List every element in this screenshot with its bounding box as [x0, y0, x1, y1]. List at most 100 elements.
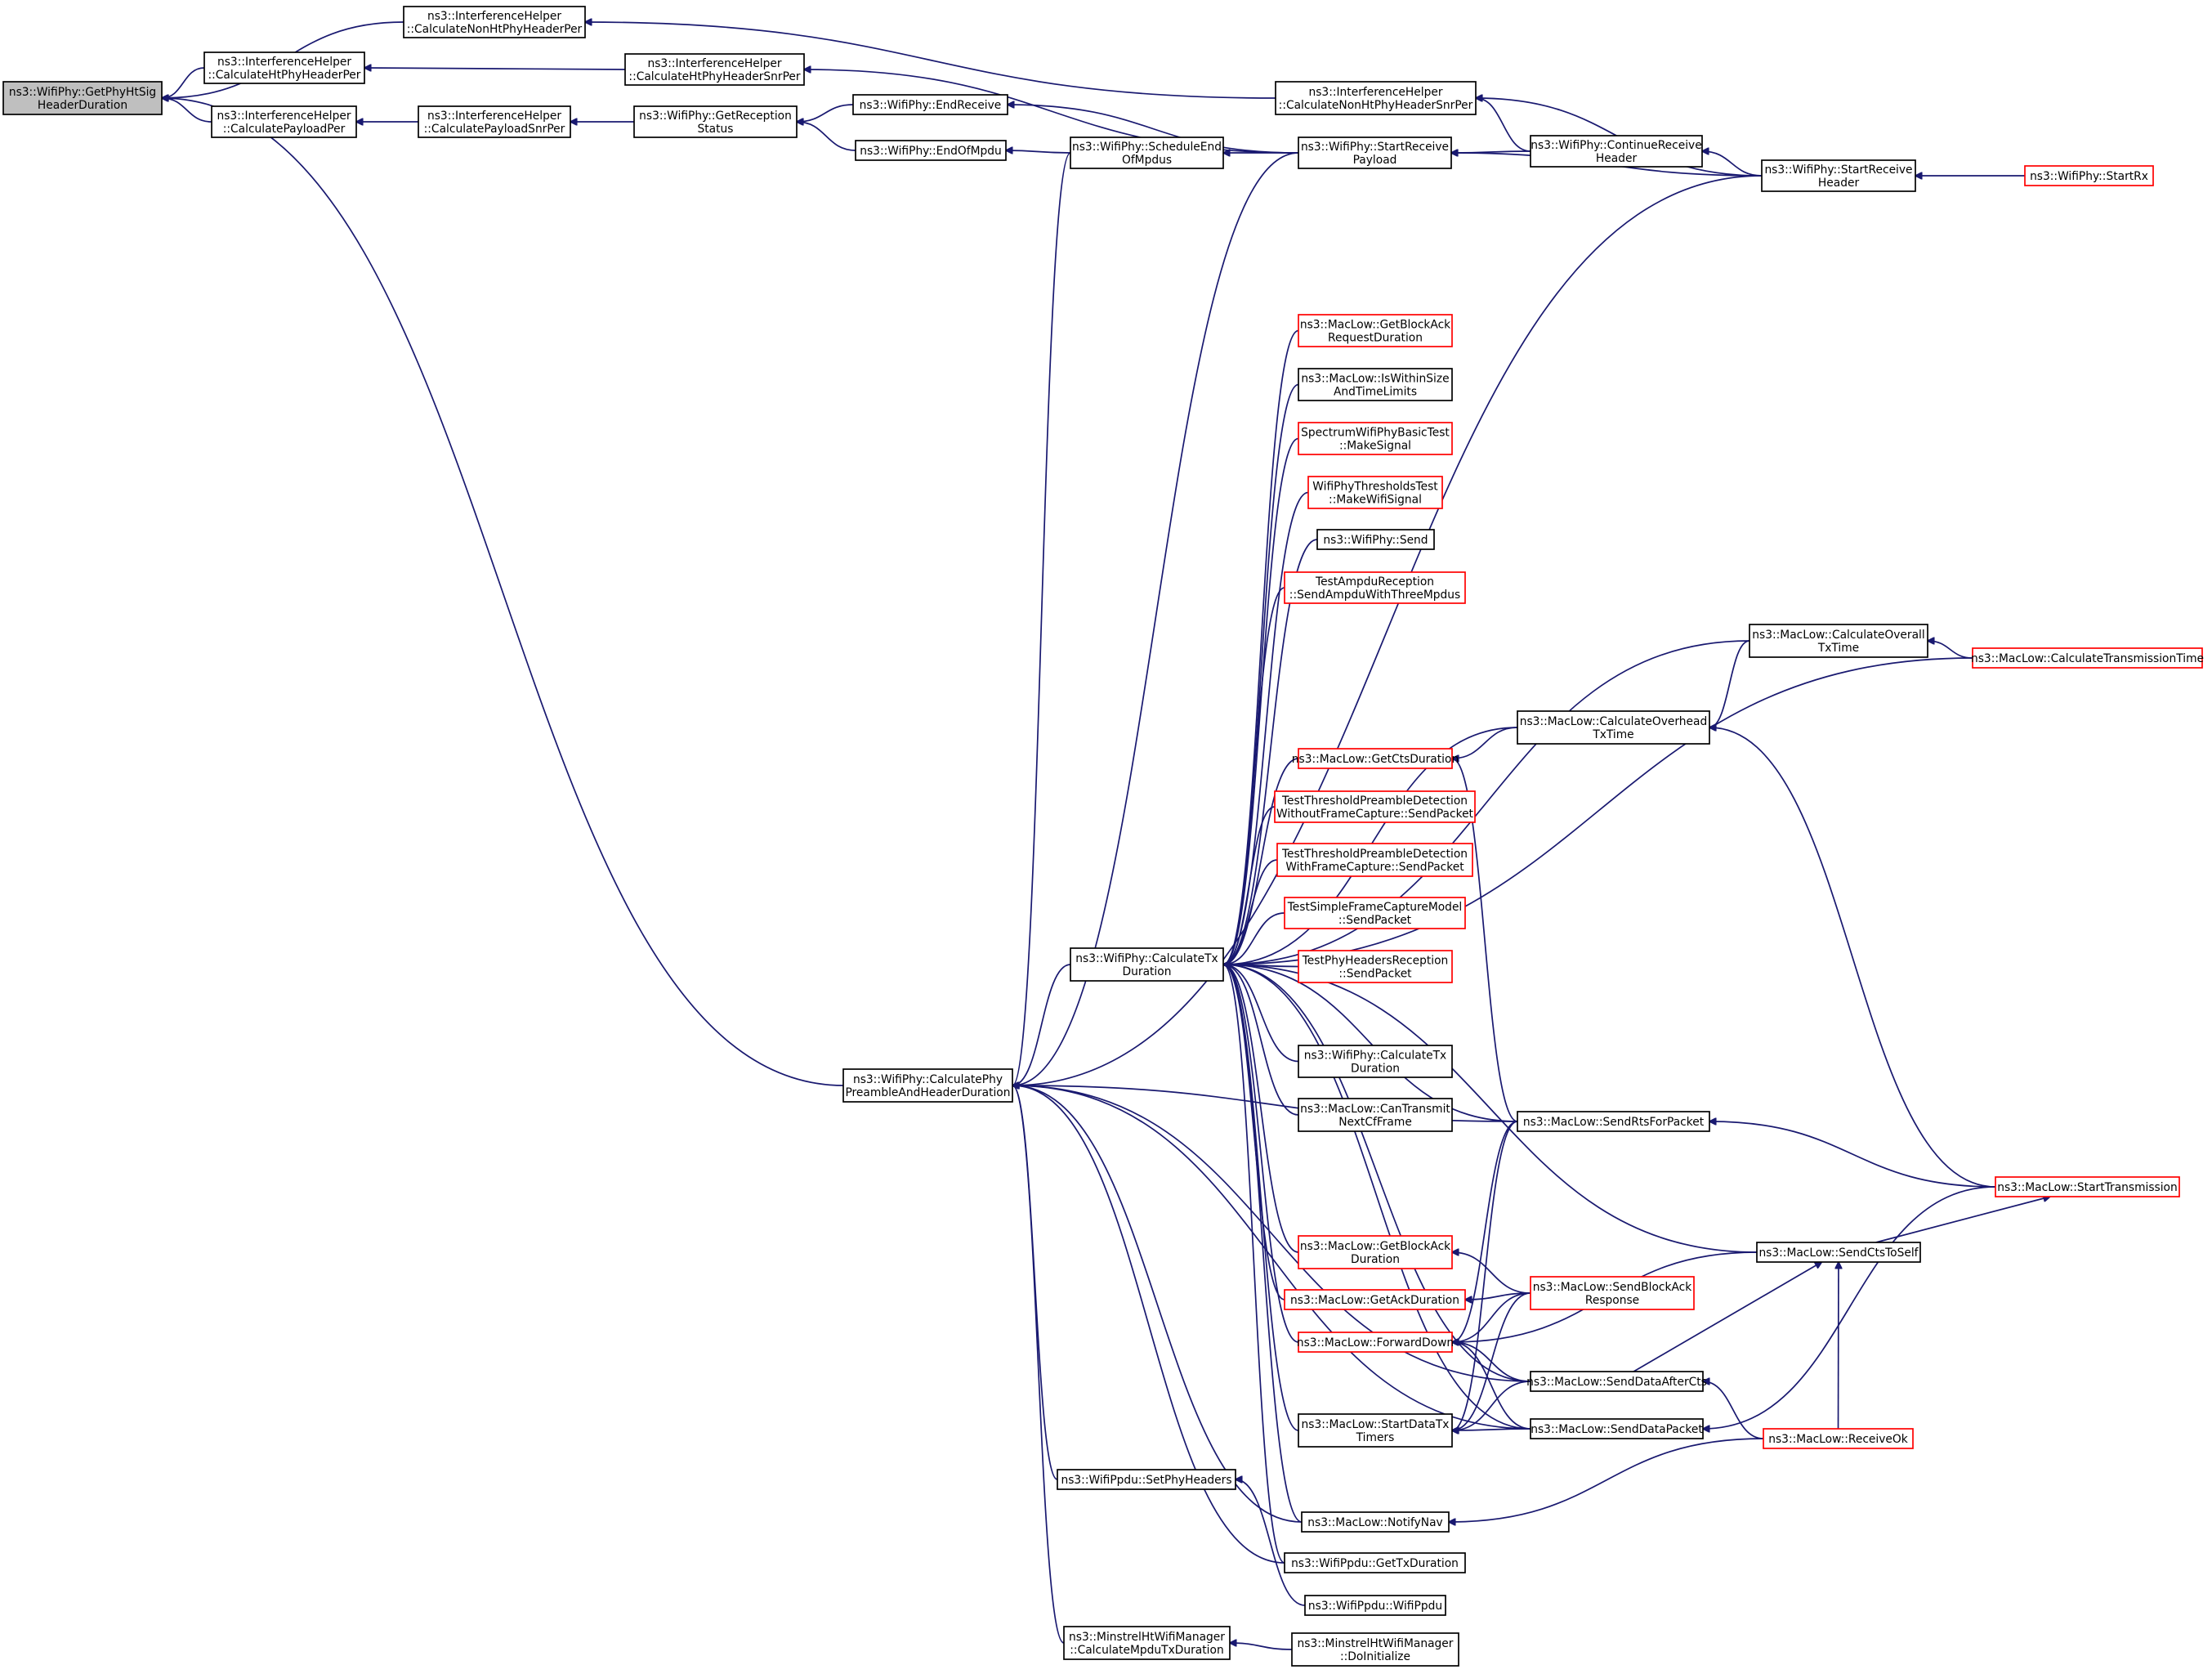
edge-n40-to-n36	[1633, 1262, 1821, 1372]
node-box	[1284, 571, 1466, 604]
node-ns3-maclow-senddatapacket[interactable]: ns3::MacLow::SendDataPacket	[1530, 1418, 1704, 1439]
node-ns3-interferencehelper-calculatenonhtphyheadersnrper[interactable]: ns3::InterferenceHelper::CalculateNonHtP…	[1275, 81, 1477, 115]
node-ns3-maclow-getackduration[interactable]: ns3::MacLow::GetAckDuration	[1284, 1289, 1466, 1310]
node-box	[1298, 1332, 1453, 1353]
node-label-line: AndTimeLimits	[1334, 386, 1417, 399]
edge-n46-to-n16	[1223, 965, 1285, 1564]
node-ns3-wifiphy-startrx[interactable]: ns3::WifiPhy::StartRx	[2024, 165, 2154, 186]
node-ns3-wifiphy-calculatephypreambleandheaderduration[interactable]: ns3::WifiPhy::CalculatePhyPreambleAndHea…	[842, 1068, 1013, 1103]
node-testthresholdpreambledetectionwithframecapture-sendpacket[interactable]: TestThresholdPreambleDetectionWithFrameC…	[1276, 843, 1473, 877]
node-label-line: ::SendPacket	[1338, 914, 1412, 927]
node-ns3-minstrelhtwifimanager-doinitialize[interactable]: ns3::MinstrelHtWifiManager::DoInitialize	[1291, 1632, 1459, 1667]
node-box	[1763, 1428, 1914, 1449]
node-label-line: ::CalculateMpduTxDuration	[1070, 1644, 1223, 1657]
node-ns3-interferencehelper-calculatepayloadper[interactable]: ns3::InterferenceHelper::CalculatePayloa…	[211, 105, 357, 138]
node-ns3-interferencehelper-calculatenonhtphyheaderper[interactable]: ns3::InterferenceHelper::CalculateNonHtP…	[403, 6, 586, 38]
node-box	[1972, 647, 2203, 669]
edge-n40-to-n16	[1223, 965, 1531, 1382]
edge-n35-to-n16	[1223, 965, 1299, 1253]
edge-n33-to-n41	[1452, 1121, 1518, 1430]
node-label-line: ns3::WifiPhy::CalculateTx	[1304, 1050, 1446, 1063]
edge-n33-to-n39	[1452, 1121, 1518, 1342]
node-ns3-maclow-getctsduration[interactable]: ns3::MacLow::GetCtsDuration	[1292, 748, 1459, 769]
node-label-line: ns3::MacLow::IsWithinSize	[1301, 373, 1449, 386]
node-ns3-wifippdu-wifippdu[interactable]: ns3::WifiPpdu::WifiPpdu	[1304, 1595, 1446, 1616]
node-testphyheadersreception-sendpacket[interactable]: TestPhyHeadersReception::SendPacket	[1298, 950, 1453, 983]
node-ns3-maclow-notifynav[interactable]: ns3::MacLow::NotifyNav	[1301, 1511, 1450, 1533]
node-label-line: ns3::WifiPpdu::SetPhyHeaders	[1061, 1474, 1231, 1487]
node-box	[1298, 1235, 1453, 1269]
node-testthresholdpreambledetectionwithoutframecapture-sendpacket[interactable]: TestThresholdPreambleDetectionWithoutFra…	[1274, 790, 1476, 823]
node-box	[1298, 1098, 1453, 1132]
node-label-line: ns3::MacLow::GetCtsDuration	[1292, 753, 1459, 766]
node-wifiphythresholdstest-makewifisignal[interactable]: WifiPhyThresholdsTest::MakeWifiSignal	[1307, 476, 1443, 509]
node-ns3-maclow-forwarddown[interactable]: ns3::MacLow::ForwardDown	[1297, 1332, 1454, 1353]
node-label-line: ::DoInitialize	[1340, 1650, 1410, 1663]
edge-n43-to-n45	[1449, 1438, 1764, 1522]
node-ns3-wifippdu-setphyheaders[interactable]: ns3::WifiPpdu::SetPhyHeaders	[1057, 1469, 1236, 1490]
nodes-layer: ns3::WifiPhy::GetPhyHtSigHeaderDurationn…	[2, 6, 2204, 1667]
node-box	[1316, 529, 1435, 550]
node-ns3-interferencehelper-calculatehtphyheaderper[interactable]: ns3::InterferenceHelper::CalculateHtPhyH…	[203, 51, 365, 84]
node-label-line: Response	[1585, 1294, 1639, 1307]
edge-n38-to-n41	[1452, 1292, 1531, 1430]
edge-n13-to-n15	[1012, 175, 1763, 1085]
node-ns3-maclow-receiveok[interactable]: ns3::MacLow::ReceiveOk	[1763, 1428, 1914, 1449]
node-ns3-wifiphy-endreceive[interactable]: ns3::WifiPhy::EndReceive	[852, 94, 1008, 115]
edge-n27-to-n16	[1223, 806, 1276, 965]
node-label-line: ns3::MinstrelHtWifiManager	[1298, 1637, 1454, 1650]
node-box	[1756, 1242, 1921, 1263]
node-label-line: Timers	[1356, 1431, 1395, 1444]
node-ns3-maclow-sendctstoself[interactable]: ns3::MacLow::SendCtsToSelf	[1756, 1242, 1921, 1263]
node-box	[1291, 1632, 1459, 1667]
node-label-line: WifiPhyThresholdsTest	[1312, 481, 1438, 494]
node-box	[2, 81, 163, 115]
node-testsimpleframecapturemodel-sendpacket[interactable]: TestSimpleFrameCaptureModel::SendPacket	[1284, 897, 1466, 929]
edge-n45-to-n16	[1223, 965, 1303, 1523]
node-label-line: ns3::MacLow::GetAckDuration	[1290, 1294, 1459, 1307]
node-ns3-maclow-sendrtsforpacket[interactable]: ns3::MacLow::SendRtsForPacket	[1517, 1111, 1710, 1132]
edge-n24-to-n16	[1223, 640, 1750, 965]
node-ns3-wifippdu-gettxduration[interactable]: ns3::WifiPpdu::GetTxDuration	[1284, 1552, 1466, 1573]
node-label-line: Duration	[1351, 1063, 1400, 1076]
edge-n29-to-n16	[1223, 912, 1285, 965]
edge-n42-to-n39	[1452, 1342, 1531, 1430]
node-label-line: ::MakeSignal	[1339, 440, 1411, 453]
node-ns3-interferencehelper-calculatepayloadsnrper[interactable]: ns3::InterferenceHelper::CalculatePayloa…	[418, 105, 571, 138]
node-testampdureception-sendampduwiththreempdus[interactable]: TestAmpduReception::SendAmpduWithThreeMp…	[1284, 571, 1466, 604]
node-ns3-wifiphy-endofmpdu[interactable]: ns3::WifiPhy::EndOfMpdu	[855, 140, 1007, 161]
node-ns3-maclow-senddataaftercts[interactable]: ns3::MacLow::SendDataAfterCts	[1526, 1371, 1707, 1392]
node-box	[1307, 476, 1443, 509]
node-label-line: ns3::InterferenceHelper	[1308, 86, 1442, 99]
node-ns3-maclow-calculatetransmissiontime[interactable]: ns3::MacLow::CalculateTransmissionTime	[1971, 647, 2204, 669]
edge-n33-to-n26	[1452, 759, 1518, 1122]
node-box	[1298, 422, 1453, 455]
node-label-line: ns3::MacLow::SendBlockAck	[1533, 1281, 1692, 1294]
node-label-line: NextCfFrame	[1338, 1116, 1412, 1129]
edge-n41-to-n16	[1223, 965, 1299, 1431]
node-ns3-maclow-starttransmission[interactable]: ns3::MacLow::StartTransmission	[1995, 1176, 2180, 1197]
node-ns3-interferencehelper-calculatehtphyheadersnrper[interactable]: ns3::InterferenceHelper::CalculateHtPhyH…	[624, 53, 805, 86]
node-ns3-minstrelhtwifimanager-calculatempdutxduration[interactable]: ns3::MinstrelHtWifiManager::CalculateMpd…	[1063, 1626, 1231, 1660]
node-ns3-wifiphy-send[interactable]: ns3::WifiPhy::Send	[1316, 529, 1435, 550]
node-box	[842, 1068, 1013, 1103]
node-box	[1517, 1111, 1710, 1132]
node-spectrumwifiphybasictest-makesignal[interactable]: SpectrumWifiPhyBasicTest::MakeSignal	[1298, 422, 1453, 455]
edge-n9-to-n15	[1012, 152, 1071, 1085]
